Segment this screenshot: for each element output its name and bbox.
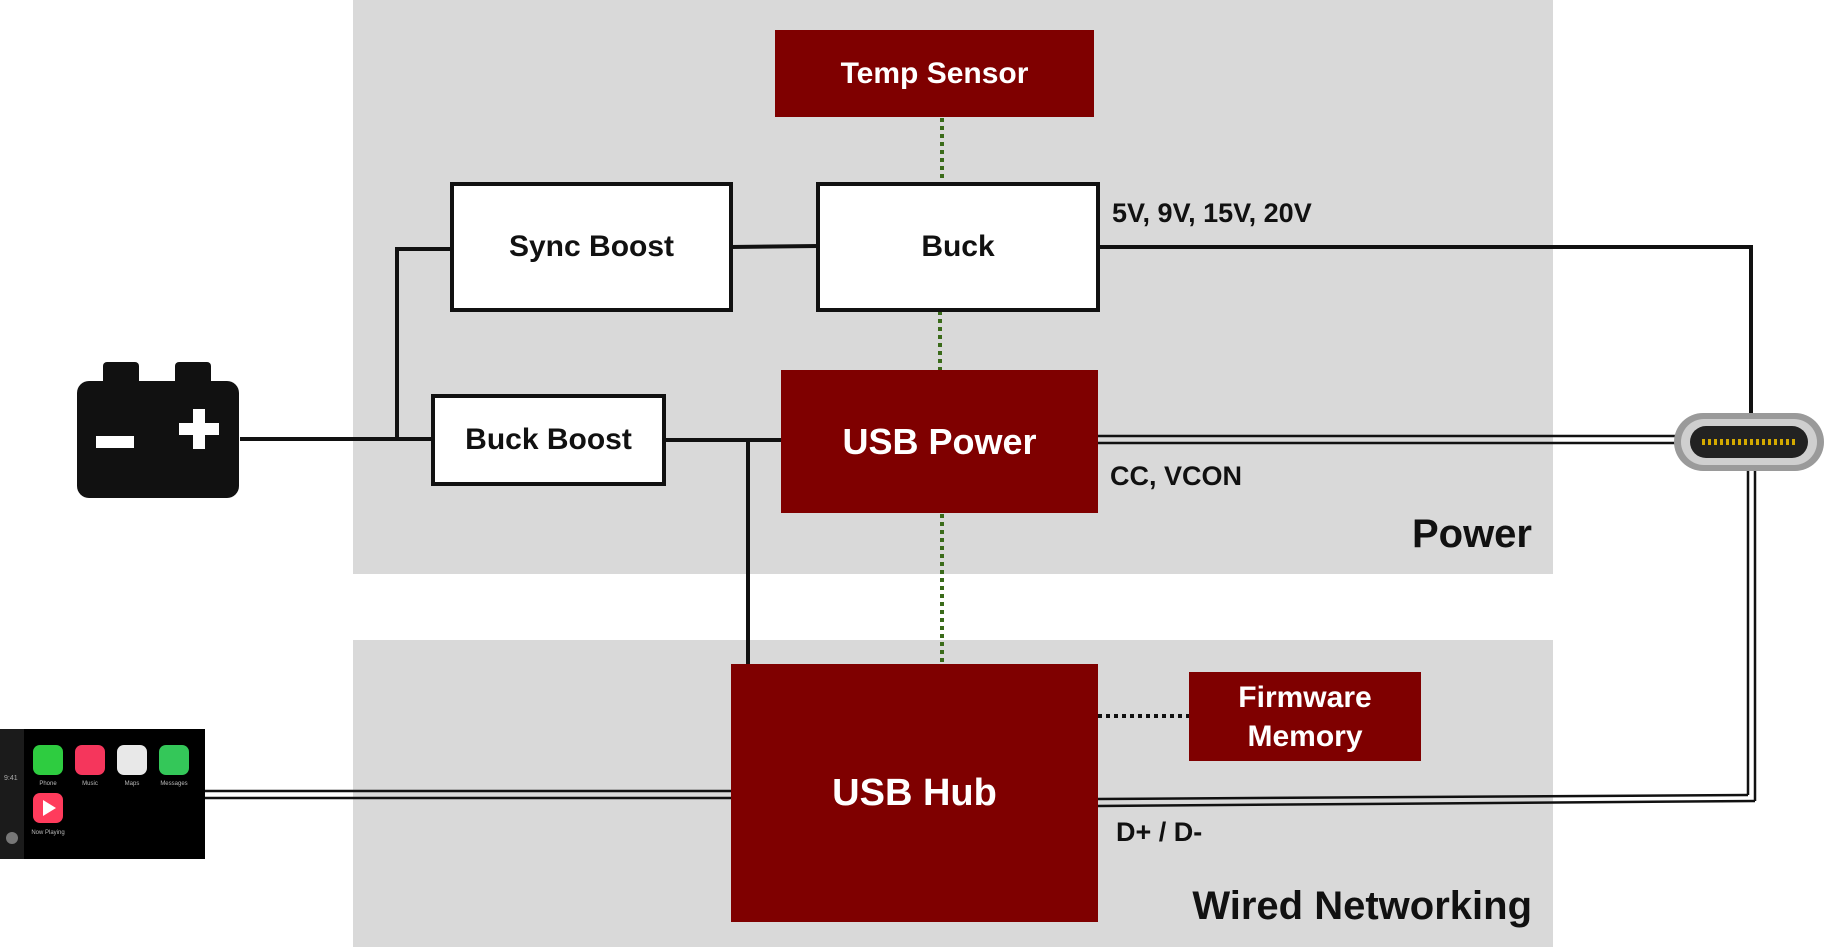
carplay-time: 9:41	[4, 775, 18, 782]
svg-text:Now Playing: Now Playing	[31, 830, 64, 836]
battery-icon	[77, 362, 239, 498]
temp-sensor-block: Temp Sensor	[775, 30, 1094, 117]
svg-text:Phone: Phone	[39, 781, 57, 787]
data-lines-label: D+ / D-	[1116, 817, 1202, 848]
power-region-label: Power	[1412, 512, 1532, 557]
firmware-memory-block: Firmware Memory	[1189, 672, 1421, 761]
usb-power-block: USB Power	[781, 370, 1098, 513]
svg-text:Maps: Maps	[125, 781, 140, 787]
svg-text:Music: Music	[82, 781, 98, 787]
svg-text:Messages: Messages	[160, 781, 187, 787]
carplay-screen-icon: 9:41 Phone Music Maps Messages Now Playi…	[0, 729, 205, 859]
buck-block: Buck	[816, 182, 1100, 312]
cc-vcon-label: CC, VCON	[1110, 461, 1242, 492]
wire-dpdm-b	[1097, 801, 1755, 806]
voltages-label: 5V, 9V, 15V, 20V	[1112, 198, 1312, 229]
buck-boost-block: Buck Boost	[431, 394, 666, 486]
sync-boost-block: Sync Boost	[450, 182, 733, 312]
wire-buck-to-usb-c	[1097, 247, 1751, 420]
usb-c-connector-icon	[1674, 413, 1824, 471]
wire-sync-boost-buck	[731, 246, 818, 247]
usb-hub-block: USB Hub	[731, 664, 1098, 922]
wired-networking-region-label: Wired Networking	[1192, 884, 1532, 929]
wire-dpdm-a	[1097, 795, 1748, 799]
